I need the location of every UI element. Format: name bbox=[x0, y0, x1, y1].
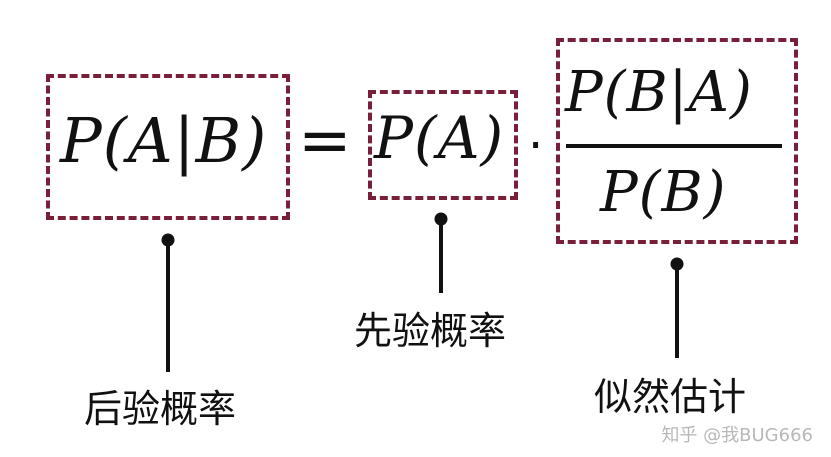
posterior-box bbox=[46, 74, 290, 220]
likelihood-numerator: P(B|A) bbox=[565, 60, 753, 125]
watermark: 知乎 @我BUG666 bbox=[661, 425, 813, 446]
prior-expression: P(A) bbox=[374, 104, 505, 172]
likelihood-pointer-line bbox=[675, 264, 679, 358]
prior-box bbox=[368, 90, 518, 200]
likelihood-label: 似然估计 bbox=[594, 375, 747, 419]
multiply-dot: · bbox=[528, 118, 544, 174]
equals-sign: = bbox=[298, 104, 352, 178]
fraction-bar bbox=[566, 144, 782, 148]
posterior-pointer-line bbox=[166, 240, 170, 372]
posterior-label: 后验概率 bbox=[84, 387, 237, 431]
likelihood-box bbox=[556, 38, 798, 244]
prior-pointer-line bbox=[439, 219, 443, 293]
posterior-expression: P(A|B) bbox=[60, 104, 268, 177]
likelihood-denominator: P(B) bbox=[600, 160, 727, 225]
prior-label: 先验概率 bbox=[354, 309, 507, 353]
